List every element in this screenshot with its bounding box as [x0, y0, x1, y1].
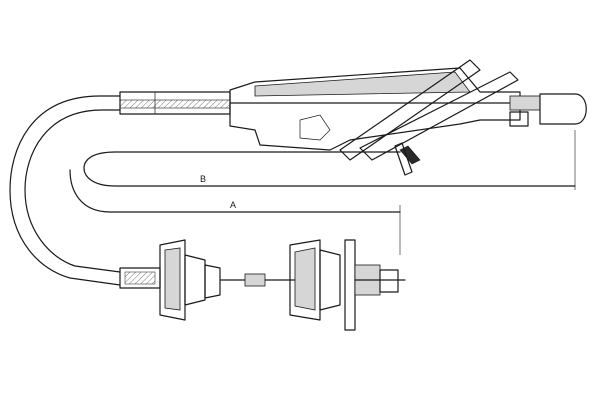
upper-rod [229, 93, 587, 127]
lower-inner-cable [219, 273, 301, 287]
upper-ferrule [119, 91, 231, 115]
lower-grommet-right [289, 239, 341, 321]
cable-sheath [9, 95, 121, 286]
dimension-b: B [200, 130, 576, 190]
lower-nut-assembly [344, 239, 406, 331]
upper-housing [229, 59, 521, 176]
lower-ferrule [119, 267, 161, 289]
dimension-a: A [230, 200, 401, 255]
lower-grommet-left [159, 239, 221, 321]
dimension-b-label: B [200, 174, 206, 184]
dimension-a-label: A [230, 200, 236, 210]
inner-cable-loop [69, 151, 576, 213]
